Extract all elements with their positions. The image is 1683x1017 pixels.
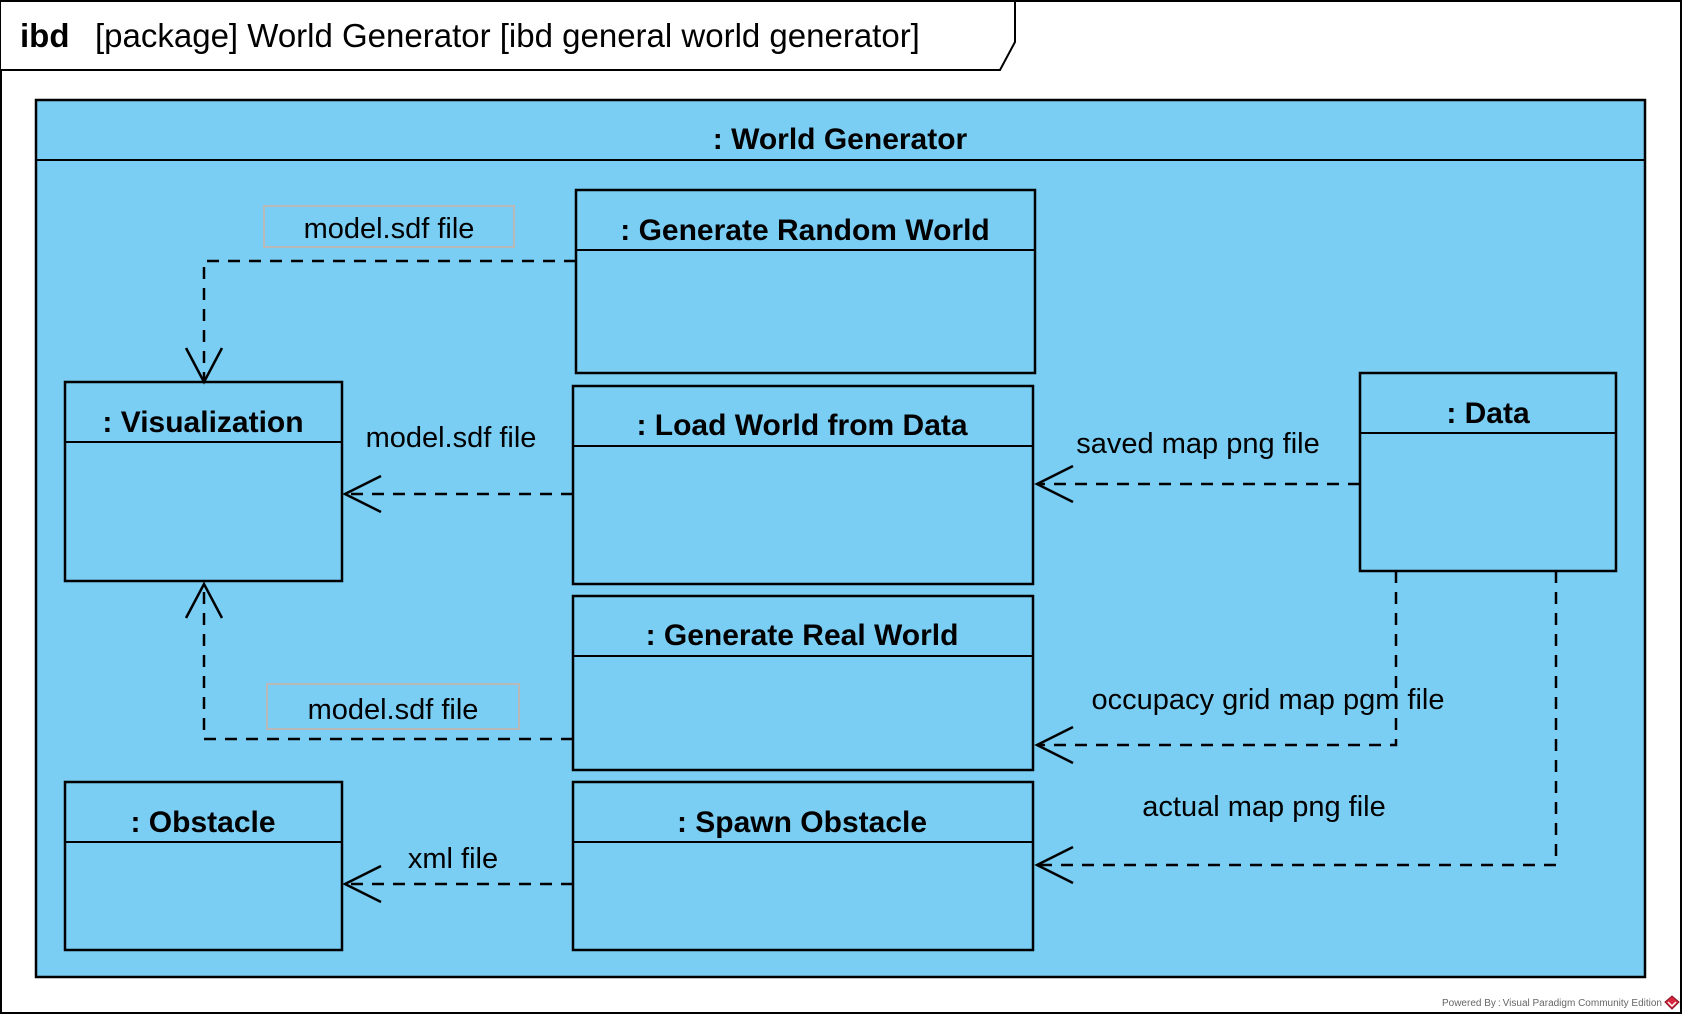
generate-random-world-block[interactable] <box>574 188 1037 375</box>
label-data-to-load: saved map png file <box>1076 428 1319 460</box>
connector-real-to-visualization[interactable] <box>202 584 573 741</box>
arrowhead-left-icon <box>1034 725 1074 765</box>
arrowhead-up-icon <box>184 581 224 619</box>
arrowhead-left-icon <box>342 474 382 514</box>
data-title: : Data <box>1446 397 1530 430</box>
load-world-title: : Load World from Data <box>636 409 967 442</box>
connector-label-box <box>266 683 520 730</box>
connector-data-to-real-world[interactable] <box>1037 571 1398 747</box>
label-data-to-spawn: actual map png file <box>1142 791 1385 823</box>
spawn-obstacle-title: : Spawn Obstacle <box>677 806 927 839</box>
label-data-to-real-world: occupacy grid map pgm file <box>1092 684 1445 716</box>
load-world-block[interactable] <box>571 384 1035 586</box>
visualization-title: : Visualization <box>102 406 303 439</box>
arrowhead-down-icon <box>184 347 224 385</box>
generate-real-world-block[interactable] <box>571 594 1035 772</box>
obstacle-title: : Obstacle <box>130 806 275 839</box>
frame-keyword: ibd <box>20 17 69 54</box>
visual-paradigm-logo-icon <box>1664 995 1680 1010</box>
spawn-obstacle-block[interactable] <box>571 780 1035 952</box>
data-block[interactable] <box>1358 371 1618 573</box>
label-load-to-visualization: model.sdf file <box>366 422 537 454</box>
arrowhead-left-icon <box>1034 845 1074 885</box>
obstacle-block[interactable] <box>63 780 344 952</box>
connector-random-to-visualization[interactable] <box>202 259 576 382</box>
arrowhead-left-icon <box>342 864 382 904</box>
generate-random-world-title: : Generate Random World <box>620 214 990 247</box>
label-real-to-visualization: model.sdf file <box>308 694 479 726</box>
world-generator-title: : World Generator <box>713 123 968 156</box>
frame-title: [package] World Generator [ibd general w… <box>95 17 920 54</box>
arrowhead-left-icon <box>1034 464 1074 504</box>
visualization-block[interactable] <box>63 380 344 583</box>
powered-by-text: Powered By : Visual Paradigm Community E… <box>1442 998 1662 1009</box>
label-spawn-to-obstacle: xml file <box>408 843 498 875</box>
connector-label-box <box>263 205 515 248</box>
connector-data-to-spawn[interactable] <box>1037 571 1558 867</box>
generate-real-world-title: : Generate Real World <box>646 619 959 652</box>
label-random-to-visualization: model.sdf file <box>304 213 475 245</box>
frame-header-tab <box>1 0 1016 71</box>
